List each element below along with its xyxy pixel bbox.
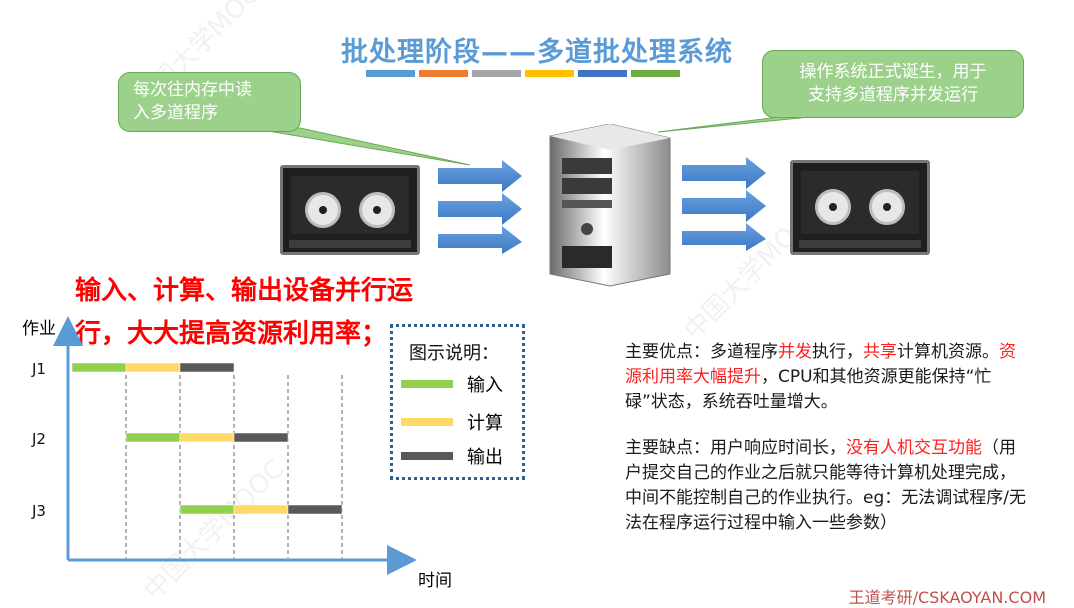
title-strip-segment — [631, 70, 680, 77]
advantages-text: 主要优点：多道程序并发执行，共享计算机资源。资源利用率大幅提升，CPU和其他资源… — [625, 342, 1016, 412]
gantt-bar — [233, 432, 289, 443]
gantt-bar — [179, 432, 235, 443]
gantt-bar — [125, 432, 181, 443]
gantt-bar — [179, 504, 235, 515]
emphasis-line-1: 输入、计算、输出设备并行运 — [75, 276, 414, 306]
title-strip-segment — [472, 70, 521, 77]
job-label: J3 — [31, 502, 46, 520]
legend-item-compute: 计算 — [401, 409, 503, 435]
title-strip-segment — [419, 70, 468, 77]
legend-label-input: 输入 — [467, 375, 503, 396]
footer-brand: 王道考研/CSKAOYAN.COM — [848, 588, 1046, 607]
gantt-bar — [179, 362, 235, 373]
legend-title: 图示说明： — [409, 343, 499, 364]
legend-item-input: 输入 — [401, 371, 503, 397]
title-strip-segment — [525, 70, 574, 77]
legend-swatch-compute — [401, 418, 453, 426]
slide-title: 批处理阶段——多道批处理系统 — [341, 37, 733, 68]
title-strip-segment — [578, 70, 627, 77]
legend-label-output: 输出 — [467, 447, 503, 468]
legend-box: 图示说明： 输入 计算 输出 — [390, 324, 525, 480]
input-tape-drive-icon — [280, 165, 420, 255]
output-arrows-icon — [682, 157, 766, 251]
job-label: J2 — [31, 430, 46, 448]
legend-swatch-input — [401, 380, 453, 388]
callout-left: 每次往内存中读 入多道程序 — [118, 72, 301, 132]
legend-item-output: 输出 — [401, 443, 503, 469]
callout-right-text: 操作系统正式诞生，用于 支持多道程序并发运行 — [799, 62, 987, 105]
emphasis-line-2: 行，大大提高资源利用率； — [75, 319, 388, 349]
gantt-bar — [125, 362, 181, 373]
disadvantages-text: 主要缺点：用户响应时间长，没有人机交互功能（用户提交自己的作业之后就只能等待计算… — [625, 438, 1026, 533]
x-axis-label: 时间 — [418, 571, 452, 591]
gantt-bar — [233, 504, 289, 515]
title-strip-segment — [366, 70, 415, 77]
legend-label-compute: 计算 — [467, 413, 503, 434]
title-color-strip — [366, 70, 680, 77]
gantt-bar — [71, 362, 127, 373]
job-label: J1 — [31, 360, 46, 378]
computer-tower-icon — [549, 124, 671, 287]
legend-swatch-output — [401, 452, 453, 460]
gantt-bar — [287, 504, 343, 515]
callout-right: 操作系统正式诞生，用于 支持多道程序并发运行 — [762, 50, 1024, 118]
output-tape-drive-icon — [790, 160, 930, 255]
y-axis-label: 作业 — [22, 319, 56, 339]
input-arrows-icon — [438, 160, 522, 254]
callout-left-text: 每次往内存中读 入多道程序 — [133, 80, 252, 123]
